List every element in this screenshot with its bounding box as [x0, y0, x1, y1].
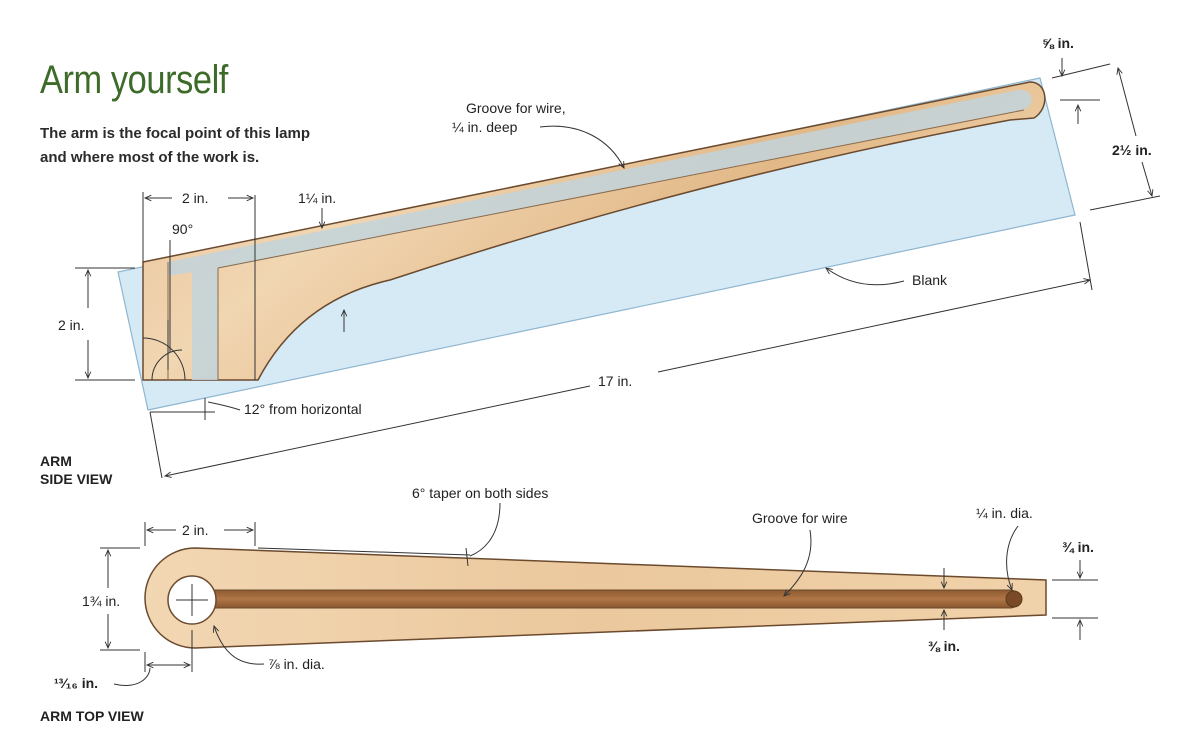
arm-side-profile	[142, 81, 1046, 381]
label-taper: 6° taper on both sides	[412, 485, 548, 501]
subtitle-line-1: The arm is the focal point of this lamp	[40, 125, 311, 142]
dim-3-4: ¾ in.	[1062, 539, 1094, 555]
dim-5-8: ⅝ in.	[1042, 35, 1074, 51]
page-subtitle: The arm is the focal point of this lamp …	[40, 122, 400, 170]
dim-1-1-4: 1¼ in.	[298, 190, 336, 206]
caption-top: ARM TOP VIEW	[40, 708, 145, 724]
dim-17in: 17 in.	[598, 373, 632, 389]
groove-side	[168, 89, 1032, 381]
caption-side-1: ARM	[40, 453, 72, 469]
label-blank: Blank	[912, 272, 948, 288]
label-90deg: 90°	[172, 221, 193, 237]
label-quarter-dia: ¼ in. dia.	[976, 505, 1033, 521]
label-12deg: 12° from horizontal	[244, 401, 362, 417]
dim-2-1-2: 2½ in.	[1112, 142, 1152, 158]
dim-13-16: ¹³⁄₁₆ in.	[54, 675, 98, 691]
groove-top	[211, 589, 1020, 609]
label-groove-top: Groove for wire	[752, 510, 848, 526]
dim-2in-left: 2 in.	[58, 317, 84, 333]
dim-top-2in: 2 in.	[182, 522, 208, 538]
subtitle-line-2: and where most of the work is.	[40, 149, 260, 166]
label-groove-line2: ¼ in. deep	[452, 119, 518, 135]
dim-1-3-4: 1¾ in.	[82, 593, 120, 609]
dim-2in-top: 2 in.	[182, 190, 208, 206]
label-7-8-dia: ⅞ in. dia.	[268, 656, 325, 672]
label-groove-line1: Groove for wire,	[466, 100, 566, 116]
dim-3-8: ⅜ in.	[928, 638, 960, 654]
page-title: Arm yourself	[40, 58, 228, 102]
caption-side-2: SIDE VIEW	[40, 471, 113, 487]
